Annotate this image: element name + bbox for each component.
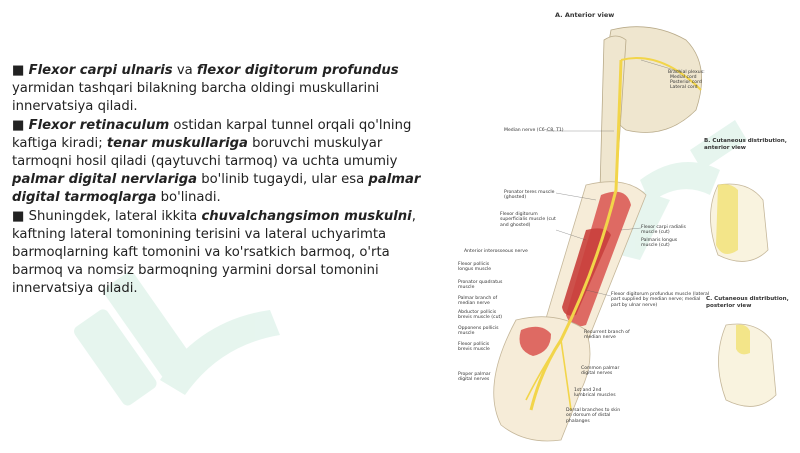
label-fcr: Flexor carpi radialis muscle (cut)	[641, 225, 686, 236]
subfigure-c-title: C. Cutaneous distribution, posterior vie…	[706, 296, 789, 309]
label-fds: Flexor digitorum superficialis muscle (c…	[500, 212, 556, 228]
label-proper-digital: Proper palmar digital nerves	[458, 372, 491, 383]
emphasized-term: tenar muskullariga	[106, 135, 248, 151]
subfigure-b-title: B. Cutaneous distribution, anterior view	[704, 138, 787, 151]
text-run: va	[172, 63, 197, 78]
label-medial-cord: Medial cord	[670, 75, 697, 80]
text-run: ■	[12, 117, 29, 133]
label-pronator-teres: Pronator teres muscle (ghosted)	[504, 190, 555, 201]
label-pronator-quadratus: Pronator quadratus muscle	[458, 280, 503, 291]
label-lateral-cord: Lateral cord	[670, 85, 698, 90]
text-run: ■ Shuningdek, lateral ikkita	[12, 208, 202, 224]
label-anterior-interosseous: Anterior interosseous nerve	[464, 249, 528, 254]
label-palmar-branch: Palmar branch of median nerve	[458, 296, 498, 307]
emphasized-term: chuvalchangsimon muskulni	[201, 208, 412, 224]
label-opponens: Opponens pollicis muscle	[458, 326, 499, 337]
text-run: bo'linadi.	[156, 190, 221, 206]
text-run: ostidan karpal tunnel orqali qo'lning ka…	[12, 117, 412, 151]
arm-drawing	[493, 26, 777, 442]
text-run: boruvchi muskulyar tarmoqni hosil qiladi…	[12, 135, 398, 170]
text-run: yarmidan tashqari bilakning barcha oldin…	[12, 81, 380, 115]
description-text: ■ Flexor carpi ulnaris va flexor digitor…	[12, 62, 424, 299]
label-palmaris-longus: Palmaris longus muscle (cut)	[641, 238, 678, 249]
text-run: ■	[12, 63, 29, 78]
emphasized-term: Flexor retinaculum	[28, 117, 170, 133]
emphasized-term: palmar digital tarmoqlarga	[12, 172, 421, 206]
label-median-nerve: Median nerve (C6–C8, T1)	[504, 128, 564, 133]
paragraph-lumbricals: ■ Shuningdek, lateral ikkita chuvalchang…	[12, 208, 424, 299]
label-fpb: Flexor pollicis brevis muscle	[458, 342, 490, 353]
label-recurrent-branch: Recurrent branch of median nerve	[584, 330, 630, 341]
emphasized-term: Flexor carpi ulnaris	[28, 63, 173, 78]
text-run: , kaftning lateral tomonining terisini v…	[12, 208, 416, 297]
label-fpl: Flexor pollicis longus muscle	[458, 262, 492, 273]
label-common-palmar: Common palmar digital nerves	[581, 366, 620, 377]
median-nerve-illustration: A. Anterior view Brachial plexus: Medial…	[436, 0, 800, 449]
figure-title: A. Anterior view	[555, 11, 615, 19]
paragraph-thenar-exception: ■ Flexor carpi ulnaris va flexor digitor…	[12, 62, 424, 117]
label-lumbricals: 1st and 2nd lumbrical muscles	[574, 388, 616, 399]
paragraph-carpal-tunnel: ■ Flexor retinaculum ostidan karpal tunn…	[12, 117, 424, 208]
emphasized-term: flexor digitorum profundus	[196, 63, 399, 78]
label-fdp: Flexor digitorum profundus muscle (later…	[611, 292, 710, 308]
emphasized-term: palmar digital nervlariga	[12, 172, 198, 188]
label-brachial-plexus: Brachial plexus:	[668, 70, 705, 75]
label-posterior-cord: Posterior cord	[670, 80, 702, 85]
label-dorsal-branches: Dorsal branches to skin on dorsum of dis…	[566, 408, 621, 424]
text-run: bo'linib tugaydi, ular esa	[197, 172, 369, 188]
label-apb: Abductor pollicis brevis muscle (cut)	[458, 310, 503, 321]
